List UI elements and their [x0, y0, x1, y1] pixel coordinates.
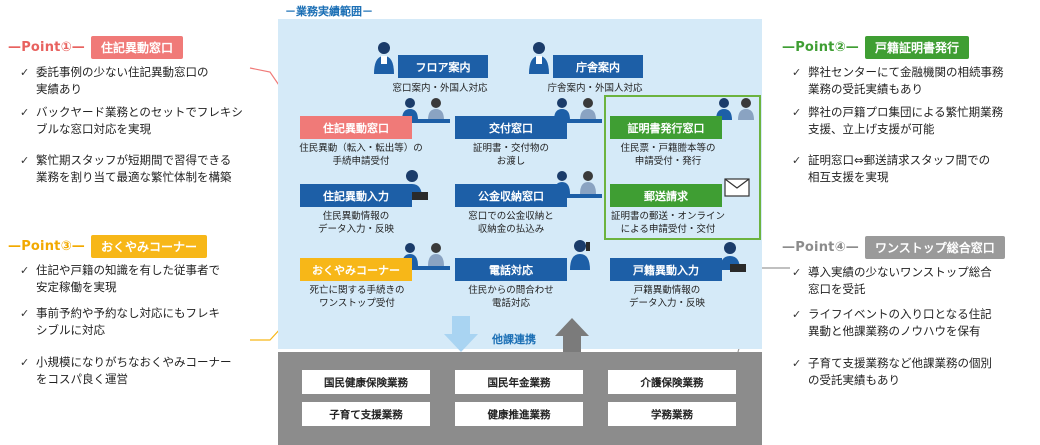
dept-health-promotion: 健康推進業務: [455, 402, 583, 426]
inter-department-label: 他課連携: [492, 333, 536, 346]
point-2-bullet-3: ✓証明窓口⇔郵送請求スタッフ間での相互支援を実現: [792, 153, 991, 184]
resident-transfer-window-desc: 住民異動（転入・転出等）の手続申請受付: [299, 143, 423, 167]
point-4-tag: ワンストップ総合窓口: [865, 236, 1005, 259]
point-3-bullet-1: ✓住記や戸籍の知識を有した従事者で安定稼働を実現: [20, 263, 220, 294]
mail-request-box: 郵送請求: [610, 184, 722, 207]
dept-childcare-support: 子育て支援業務: [302, 402, 430, 426]
issuance-window-box: 交付窓口: [455, 116, 567, 139]
building-guide-desc: 庁舎案内・外国人対応: [547, 83, 643, 94]
mail-icon: [724, 178, 750, 197]
phone-support-box: 電話対応: [455, 258, 567, 281]
resident-data-entry-desc: 住民異動情報のデータ入力・反映: [317, 211, 394, 235]
mail-request-desc: 証明書の郵送・オンラインによる申請受付・交付: [610, 211, 725, 235]
point-3-tag: おくやみコーナー: [91, 235, 208, 258]
floor-guide-desc: 窓口案内・外国人対応: [392, 83, 488, 94]
point-2-tag: 戸籍証明書発行: [865, 36, 970, 59]
up-arrow-icon: [555, 318, 589, 354]
building-guide-box: 庁舎案内: [553, 55, 643, 78]
point-1-bullet-3: ✓繁忙期スタッフが短期間で習得できる業務を割り当て最適な繁忙体制を構築: [20, 153, 232, 184]
other-departments-area: [278, 352, 762, 445]
point-2-bullet-1: ✓弊社センターにて金融機関の相続事務業務の受託実績もあり: [792, 65, 1004, 96]
point-3-bullet-3: ✓小規模になりがちなおくやみコーナーをコスパ良く運営: [20, 355, 232, 386]
point-1-header: —Point①— 住記異動窓口: [8, 36, 184, 59]
counter-staff-icon: [716, 98, 754, 120]
public-payment-window-desc: 窓口での公金収納と収納金の払込み: [468, 211, 554, 235]
issuance-window-desc: 証明書・交付物のお渡し: [472, 143, 549, 167]
point-3-bullet-2: ✓事前予約や予約なし対応にもフレキシブルに対応: [20, 306, 220, 337]
point-2-bullet-2: ✓弊社の戸籍プロ集団による繁忙期業務支援、立上げ支援が可能: [792, 105, 1004, 136]
dept-nursing-care-insurance: 介護保険業務: [608, 370, 736, 394]
point-4-bullet-1: ✓導入実績の少ないワンストップ総合窓口を受託: [792, 265, 992, 296]
dept-school-affairs: 学務業務: [608, 402, 736, 426]
condolence-corner-desc: 死亡に関する手続きのワンストップ受付: [309, 285, 405, 309]
family-register-entry-box: 戸籍異動入力: [610, 258, 722, 281]
point-1-bullet-1: ✓委託事例の少ない住記異動窓口の実績あり: [20, 65, 209, 96]
resident-transfer-window-box: 住記異動窓口: [300, 116, 412, 139]
family-register-frame: [604, 95, 761, 240]
point-2-label: —Point②—: [782, 40, 859, 55]
phone-staff-icon: [570, 240, 590, 270]
point-3-label: —Point③—: [8, 239, 85, 254]
down-arrow-icon: [444, 316, 478, 352]
certificate-window-box: 証明書発行窓口: [610, 116, 722, 139]
scope-title: －業務実績範囲－: [283, 3, 375, 19]
point-2-header: —Point②— 戸籍証明書発行: [782, 36, 970, 59]
condolence-corner-box: おくやみコーナー: [300, 258, 412, 281]
point-4-header: —Point④— ワンストップ総合窓口: [782, 236, 1005, 259]
data-entry-staff-icon: [720, 242, 746, 272]
public-payment-window-box: 公金収納窓口: [455, 184, 567, 207]
point-4-bullet-3: ✓子育て支援業務など他課業務の個別の受託実績もあり: [792, 356, 992, 387]
point-1-tag: 住記異動窓口: [91, 36, 184, 59]
point-4-label: —Point④—: [782, 240, 859, 255]
staff-icon: [374, 42, 394, 74]
floor-guide-box: フロア案内: [398, 55, 488, 78]
family-register-entry-desc: 戸籍異動情報のデータ入力・反映: [628, 285, 705, 309]
certificate-window-desc: 住民票・戸籍謄本等の申請受付・発行: [620, 143, 716, 167]
point-4-bullet-2: ✓ライフイベントの入り口となる住記異動と他課業務のノウハウを保有: [792, 307, 992, 338]
resident-data-entry-box: 住記異動入力: [300, 184, 412, 207]
dept-national-pension: 国民年金業務: [455, 370, 583, 394]
point-3-header: —Point③— おくやみコーナー: [8, 235, 208, 258]
point-1-label: —Point①—: [8, 40, 85, 55]
staff-icon: [529, 42, 549, 74]
inter-department-arrows: [444, 316, 589, 354]
point-1-bullet-2: ✓バックヤード業務とのセットでフレキシブルな窓口対応を実現: [20, 105, 243, 136]
phone-support-desc: 住民からの問合わせ電話対応: [468, 285, 554, 309]
dept-national-health-insurance: 国民健康保険業務: [302, 370, 430, 394]
